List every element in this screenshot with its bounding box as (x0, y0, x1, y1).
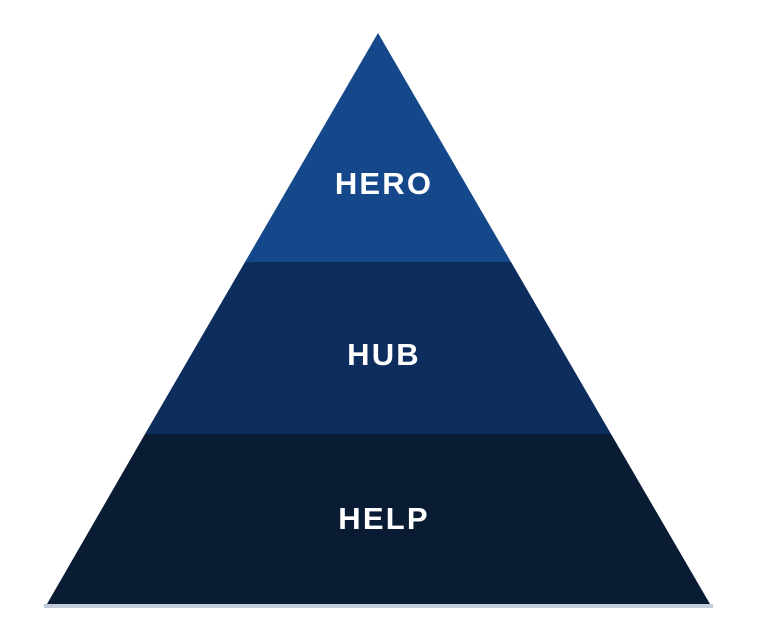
pyramid-tier-help-label: HELP (338, 501, 430, 536)
pyramid-tier-hub[interactable] (145, 262, 611, 434)
pyramid-tier-help[interactable] (47, 434, 710, 604)
pyramid-tier-hero-label: HERO (334, 166, 434, 201)
base-shadow (44, 604, 713, 608)
pyramid-tier-hub-label: HUB (347, 337, 421, 372)
pyramid-tier-hero[interactable] (245, 33, 511, 262)
